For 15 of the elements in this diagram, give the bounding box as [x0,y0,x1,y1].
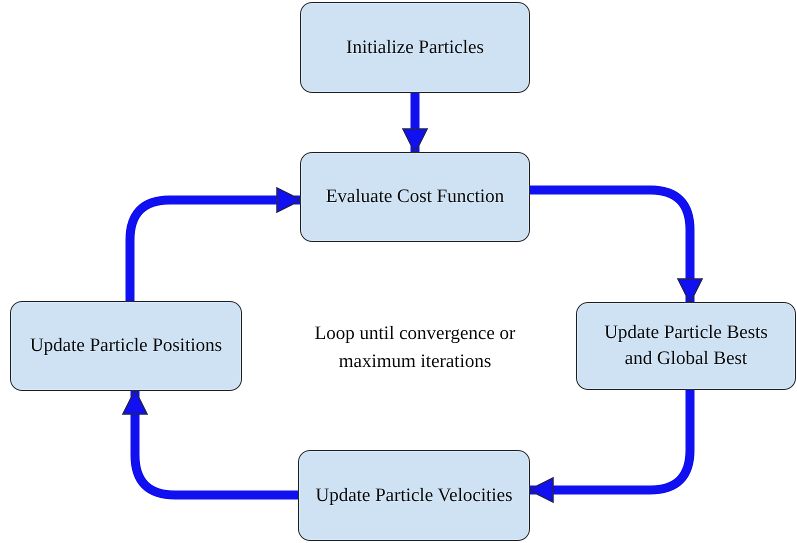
arrow [530,186,703,304]
arrow [402,93,428,154]
node-label: Update Particle Bests and Global Best [603,321,769,371]
process-box [298,450,530,541]
arrow [528,390,694,503]
node-label: Evaluate Cost Function [326,185,504,209]
process-box [300,152,530,242]
node-label: Update Particle Velocities [316,484,512,508]
process-box [300,2,530,93]
process-box [10,301,242,391]
node-label: Initialize Particles [346,36,484,60]
node-label: Update Particle Positions [30,334,222,358]
arrow [122,389,298,500]
note-text: Loop until convergence or maximum iterations [314,322,516,374]
process-box [576,302,796,390]
